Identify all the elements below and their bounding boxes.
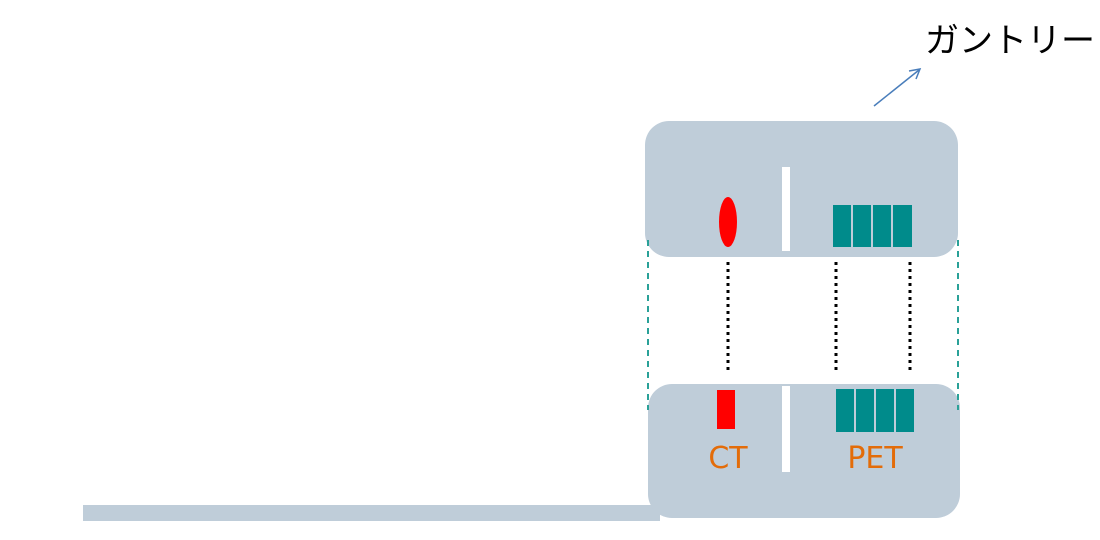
pet-detector-block [896,389,914,432]
pet-label: PET [847,441,903,476]
gantry-label: ガントリー [925,21,1095,61]
divider-lower [782,386,790,472]
ct-source-upper [719,197,737,247]
ct-source-lower [717,390,735,429]
pet-detector-block [893,205,912,247]
pet-detector-block [833,205,851,247]
pet-detector-block [836,389,854,432]
pet-detector-lower [836,389,914,432]
pet-detector-block [876,389,894,432]
pet-detector-block [853,205,871,247]
pet-detector-block [873,205,891,247]
gantry-arrow [873,68,922,107]
patient-bed [83,505,660,521]
ct-label: CT [708,441,748,476]
divider-upper [782,167,790,251]
pet-detector-upper [833,205,912,247]
pet-detector-block [856,389,874,432]
